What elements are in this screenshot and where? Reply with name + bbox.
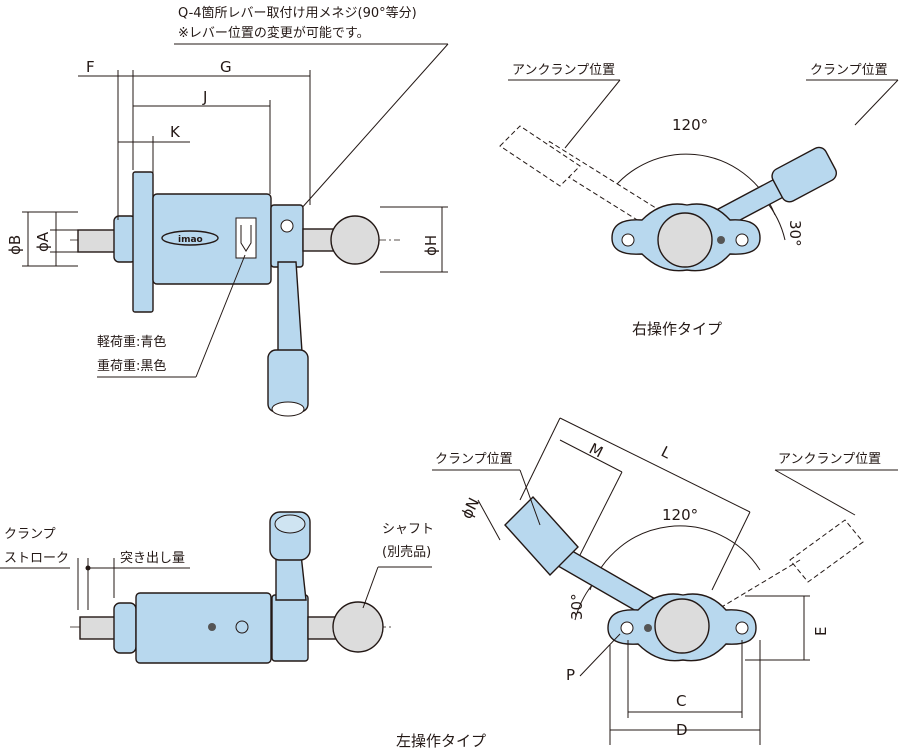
dim-F: F bbox=[86, 58, 95, 76]
left-type-caption: 左操作タイプ bbox=[396, 732, 486, 750]
shaft-sold-separately-label: (別売品) bbox=[382, 544, 431, 560]
dim-B: ϕB bbox=[6, 235, 24, 255]
right-type-view: アンクランプ位置 クランプ位置 120° 30° 右操作タイプ bbox=[499, 63, 899, 338]
angle-120: 120° bbox=[662, 506, 698, 524]
shaft-circle bbox=[657, 212, 713, 268]
angle-30: 30° bbox=[786, 220, 804, 247]
imao-logo: imao bbox=[178, 235, 203, 245]
shaft-circle bbox=[654, 598, 710, 654]
right-type-caption: 右操作タイプ bbox=[632, 320, 722, 338]
flange bbox=[132, 171, 154, 313]
dim-N: ϕN bbox=[458, 495, 484, 522]
dim-J: J bbox=[202, 88, 207, 106]
logo-plate bbox=[161, 230, 219, 246]
left-side-view: クランプ ストローク 突き出し量 シャフト (別売品) 左操作タイプ bbox=[0, 511, 486, 750]
lever-arm bbox=[277, 261, 303, 353]
left-type-view: クランプ位置 アンクランプ位置 M L ϕN 120° 30° E P C D bbox=[432, 417, 898, 745]
light-load-note: 軽荷重:青色 bbox=[97, 334, 166, 350]
lever-unclamp-ghost bbox=[499, 125, 581, 187]
dim-D: D bbox=[676, 721, 688, 739]
dim-K: K bbox=[170, 123, 181, 141]
dim-A: ϕA bbox=[34, 231, 52, 252]
ball-knob bbox=[330, 215, 380, 265]
lever-hub bbox=[271, 594, 309, 662]
note-line-1: Q-4箇所レバー取付け用メネジ(90°等分) bbox=[178, 5, 417, 21]
dim-C: C bbox=[676, 692, 686, 710]
dim-E: E bbox=[812, 627, 830, 636]
ball-knob bbox=[332, 601, 384, 653]
heavy-load-note: 重荷重:黒色 bbox=[97, 358, 166, 374]
shaft bbox=[302, 228, 336, 252]
unclamp-position-label: アンクランプ位置 bbox=[512, 63, 615, 78]
note-line-2: ※レバー位置の変更が可能です。 bbox=[178, 25, 370, 41]
angle-30: 30° bbox=[568, 593, 586, 620]
clamp-position-label: クランプ位置 bbox=[810, 63, 888, 78]
shaft-label: シャフト bbox=[382, 522, 434, 537]
plunger-shaft bbox=[77, 229, 119, 253]
nose-cap bbox=[113, 602, 137, 654]
protrusion-label: 突き出し量 bbox=[120, 550, 185, 566]
top-note: Q-4箇所レバー取付け用メネジ(90°等分) ※レバー位置の変更が可能です。 bbox=[174, 5, 449, 211]
clamp-position-label: クランプ位置 bbox=[435, 452, 513, 467]
dim-G: G bbox=[220, 58, 232, 76]
color-window bbox=[235, 217, 257, 259]
dimension-lines bbox=[22, 70, 448, 273]
angle-120: 120° bbox=[672, 116, 708, 134]
dim-M: M bbox=[586, 440, 606, 462]
lever-unclamp-ghost bbox=[789, 519, 864, 583]
lever-clamp-grip bbox=[504, 495, 579, 577]
side-view: imao F G bbox=[6, 58, 448, 417]
unclamp-position-label: アンクランプ位置 bbox=[778, 452, 881, 467]
dim-L: L bbox=[658, 443, 674, 463]
clamp-stroke-label-1: クランプ bbox=[4, 527, 56, 542]
dim-P: P bbox=[566, 666, 575, 684]
dim-H: ϕH bbox=[422, 235, 440, 256]
body bbox=[135, 592, 272, 664]
lever-hub bbox=[270, 204, 304, 268]
clamp-stroke-label-2: ストローク bbox=[4, 551, 69, 566]
